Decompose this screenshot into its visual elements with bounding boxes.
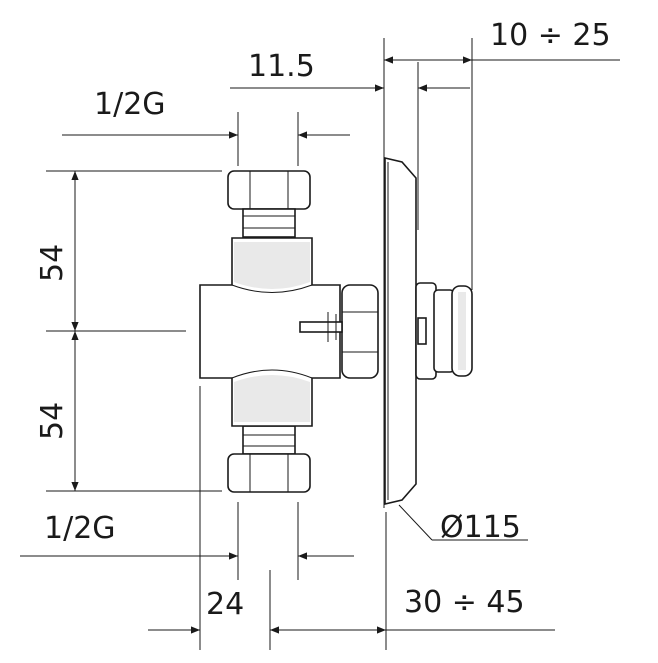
valve-body bbox=[199, 237, 341, 427]
dim-top-right-range-label: 10 ÷ 25 bbox=[490, 18, 611, 53]
dim-top-right-range: 10 ÷ 25 bbox=[383, 18, 620, 508]
upper-hex-nut bbox=[227, 170, 311, 238]
dim-upper-height-label: 54 bbox=[35, 244, 70, 282]
dim-top-offset: 11.5 bbox=[230, 49, 470, 230]
valve-assembly bbox=[199, 156, 473, 506]
dim-lower-height-label: 54 bbox=[35, 402, 70, 440]
wall-plate bbox=[384, 156, 417, 506]
dim-bottom-offset-label: 24 bbox=[206, 587, 244, 622]
lower-hex-nut bbox=[227, 425, 311, 493]
dim-bottom-range-label: 30 ÷ 45 bbox=[404, 585, 525, 620]
stem-nut bbox=[299, 284, 379, 379]
dim-upper-thread: 1/2G bbox=[62, 87, 350, 166]
dim-plate-diameter: Ø115 bbox=[398, 504, 528, 545]
dim-upper-thread-label: 1/2G bbox=[94, 87, 166, 122]
dim-lower-thread: 1/2G bbox=[20, 502, 354, 580]
dim-bottom: 24 30 ÷ 45 bbox=[148, 386, 555, 650]
dim-plate-diameter-label: Ø115 bbox=[440, 510, 521, 545]
dim-lower-thread-label: 1/2G bbox=[44, 511, 116, 546]
dim-top-offset-label: 11.5 bbox=[248, 49, 315, 84]
dim-heights: 54 54 bbox=[35, 170, 222, 492]
push-button bbox=[415, 282, 473, 380]
